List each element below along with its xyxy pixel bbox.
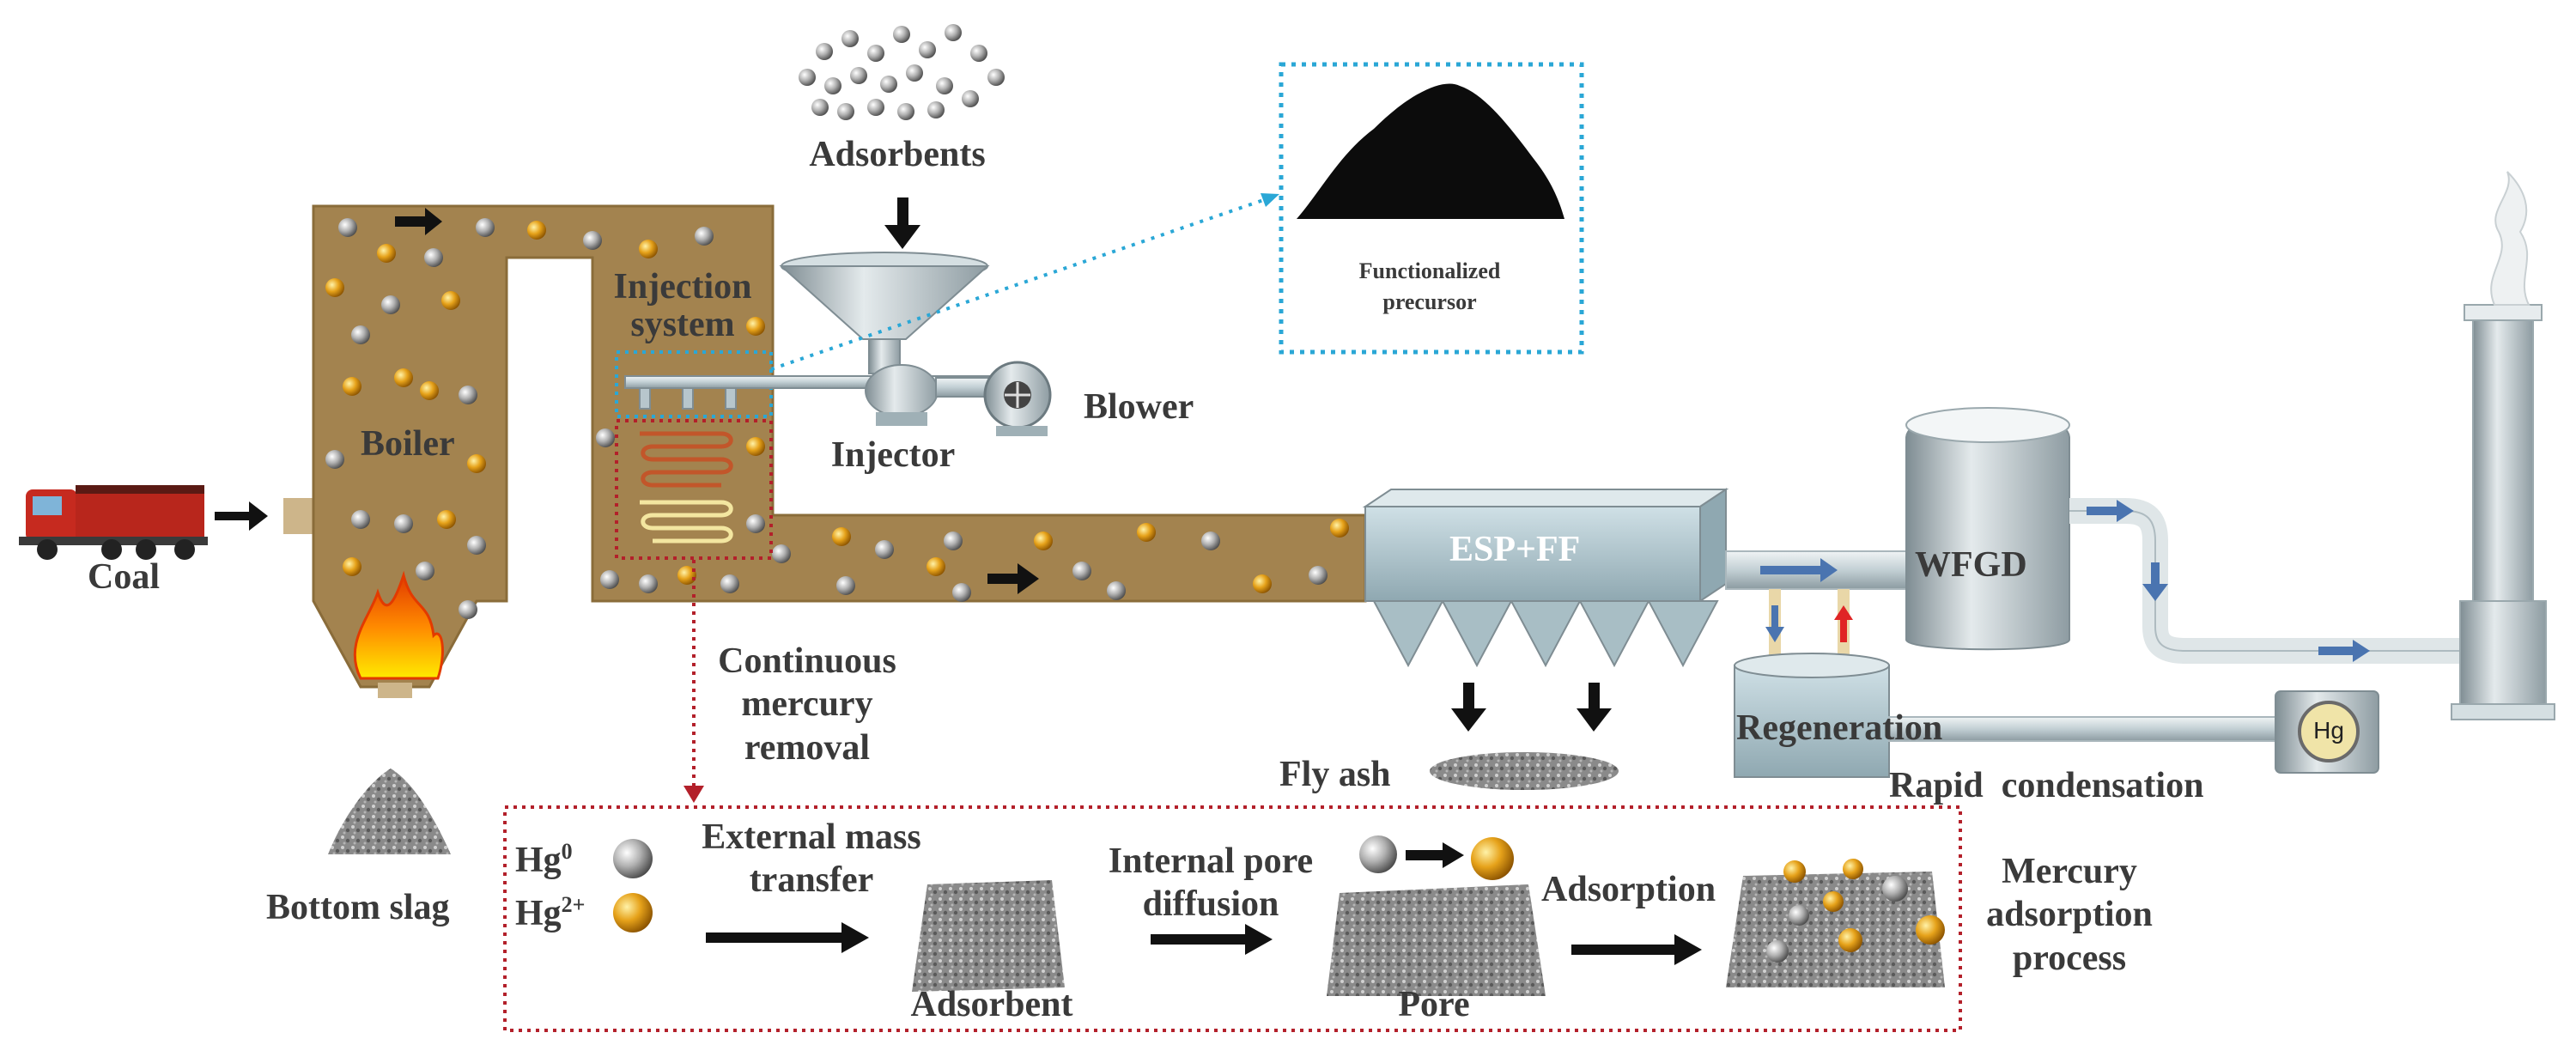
boiler-inlet [283, 498, 313, 534]
pore-block-image [1327, 884, 1546, 996]
pipe-flow-arrow-2 [2087, 500, 2134, 522]
esp-ff-unit [1362, 488, 1729, 668]
blower-label: Blower [1084, 387, 1194, 427]
internal-pore-diffusion-label: Internal pore diffusion [1108, 841, 1314, 925]
regeneration-label: Regeneration [1736, 708, 1943, 748]
pore-label: Pore [1398, 985, 1470, 1024]
process-arrow-3 [1571, 934, 1702, 965]
regeneration-unit [1734, 589, 1890, 778]
continuous-removal-zone [615, 419, 773, 560]
boiler-duct-body [312, 204, 1367, 689]
adsorbent-block-image [912, 880, 1065, 992]
hg2-label: Hg2+ [515, 892, 586, 933]
injector-label: Injector [830, 435, 956, 475]
continuous-removal-label: Continuous mercury removal [718, 641, 896, 768]
diffusion-hg-gold-icon [1471, 837, 1514, 880]
fly-ash-label: Fly ash [1279, 755, 1391, 794]
hg-icon-label: Hg [2313, 717, 2344, 744]
boiler-flame-icon [353, 570, 444, 680]
diffusion-hg0-icon [1359, 835, 1397, 873]
bottom-slag-pile [328, 768, 451, 854]
process-arrow-1 [706, 922, 869, 953]
adsorption-label: Adsorption [1541, 870, 1716, 909]
injection-system-zone [615, 350, 773, 418]
injector-hopper [779, 252, 990, 426]
wfgd-tower [1905, 407, 2070, 651]
adsorption-process-box [503, 805, 1962, 1032]
pipe-esp-wfgd [1725, 550, 1907, 590]
blower-icon [935, 361, 1052, 436]
bottom-slag-label: Bottom slag [266, 888, 450, 927]
hg0-label: Hg0 [515, 839, 573, 880]
boiler-label: Boiler [361, 424, 455, 464]
mercury-particles-duct [325, 218, 1349, 619]
pipe-regeneration-hg [1888, 716, 2276, 742]
hg0-particle-icon [613, 839, 653, 878]
coal-truck-icon [19, 485, 208, 560]
fly-ash-arrow-1 [1451, 683, 1486, 732]
precursor-powder-image [1297, 83, 1564, 219]
adsorbent-label: Adsorbent [910, 985, 1073, 1024]
pipe-flow-arrow-4 [2318, 640, 2370, 662]
smoke-plume [2490, 171, 2530, 306]
adsorbent-feed-arrow [884, 197, 920, 249]
coal-feed-arrow [215, 501, 268, 531]
pipe-flow-arrow-1 [1760, 558, 1838, 582]
pipe-wfgd-stack [2069, 498, 2469, 664]
hg-collector [2275, 690, 2379, 774]
chimney-stack [2451, 304, 2555, 720]
heat-exchanger-coils [640, 431, 733, 544]
boiler-base [378, 683, 412, 698]
adsorbents-label: Adsorbents [809, 135, 986, 174]
process-arrow-2 [1151, 924, 1273, 955]
adsorbent-particle-cloud [799, 24, 1005, 120]
external-mass-transfer-label: External mass transfer [702, 817, 921, 901]
adsorbed-particles [1766, 859, 1945, 963]
precursor-label: Functionalized precursor [1358, 258, 1501, 315]
pipe-flow-arrow-3 [2142, 562, 2168, 601]
diffusion-arrow [1406, 842, 1464, 868]
mercury-adsorption-process-label: Mercury adsorption process [1986, 852, 2153, 978]
hg2-particle-icon [613, 893, 653, 932]
wfgd-label: WFGD [1915, 545, 2027, 585]
duct-flow-arrow-bottom [987, 563, 1039, 594]
continuous-removal-arrowhead [683, 786, 704, 803]
adsorbed-block-image [1726, 872, 1945, 987]
precursor-callout-arrow [1261, 193, 1279, 207]
injection-system-label: Injection system [613, 267, 752, 345]
esp-ff-label: ESP+FF [1449, 530, 1581, 569]
rapid-condensation-label: Rapid condensation [1889, 766, 2204, 805]
coal-label: Coal [88, 557, 160, 597]
fly-ash-arrow-2 [1577, 683, 1612, 732]
duct-flow-arrow-top [395, 208, 442, 235]
fly-ash-pile [1430, 752, 1619, 790]
